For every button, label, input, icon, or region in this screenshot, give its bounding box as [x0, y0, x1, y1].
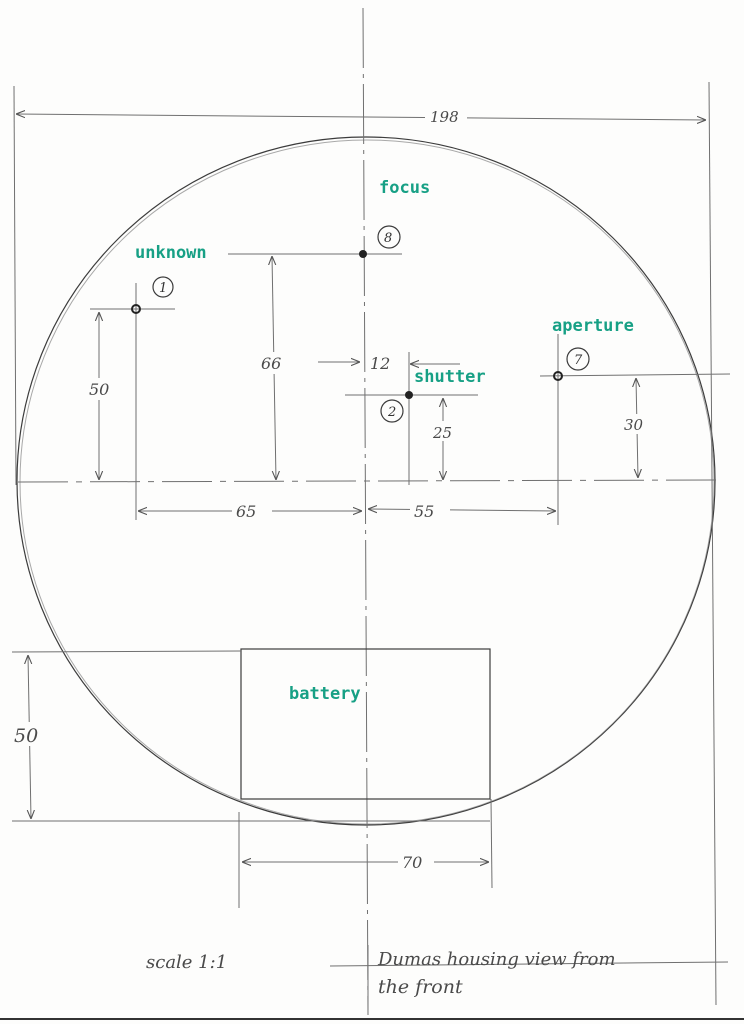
dim-50-battery-label: 50: [14, 725, 38, 747]
caption-scale: scale 1:1: [146, 952, 227, 973]
marker-2-circle: [380, 399, 404, 423]
dim-25-label: 25: [432, 424, 452, 442]
point-2: [405, 391, 413, 399]
marker-1-label: 1: [159, 281, 167, 296]
dim-65-label: 65: [236, 502, 256, 521]
ext-left: [13, 85, 17, 486]
ext-aperture-h: [539, 373, 731, 377]
marker-7-circle: [566, 347, 590, 371]
dim-198-line: [16, 114, 706, 120]
label-focus: focus: [379, 178, 430, 198]
marker-8-circle: [377, 225, 401, 249]
ext-right: [708, 81, 717, 1006]
dim-50-label: 50: [89, 380, 109, 399]
horizontal-centerline: [17, 479, 717, 483]
dim-70-label: 70: [402, 853, 422, 872]
marker-2-label: 2: [387, 405, 396, 420]
point-7: [553, 371, 563, 381]
battery-outline: [240, 648, 491, 800]
marker-7-label: 7: [574, 353, 583, 368]
label-unknown: unknown: [135, 243, 207, 263]
label-shutter: shutter: [414, 367, 486, 387]
title-underline: [329, 961, 729, 967]
dim-198-label: 198: [430, 108, 459, 126]
dim-55-line: [368, 509, 556, 511]
housing-outline: [16, 136, 716, 826]
caption-title-line1: Dumas housing view from: [377, 949, 616, 970]
label-battery: battery: [289, 684, 361, 704]
ext-battery-right: [490, 798, 493, 889]
marker-1-circle: [152, 276, 174, 298]
point-8: [359, 250, 367, 258]
caption-title-line2: the front: [378, 976, 463, 998]
marker-8-label: 8: [384, 231, 392, 246]
dim-30-label: 30: [624, 416, 644, 434]
dim-12-label: 12: [370, 354, 390, 373]
point-1: [131, 304, 141, 314]
ext-battery-top: [11, 650, 242, 653]
vertical-centerline: [362, 7, 369, 1016]
dim-66-label: 66: [261, 354, 281, 373]
dim-55-label: 55: [414, 502, 434, 521]
label-aperture: aperture: [552, 316, 634, 336]
